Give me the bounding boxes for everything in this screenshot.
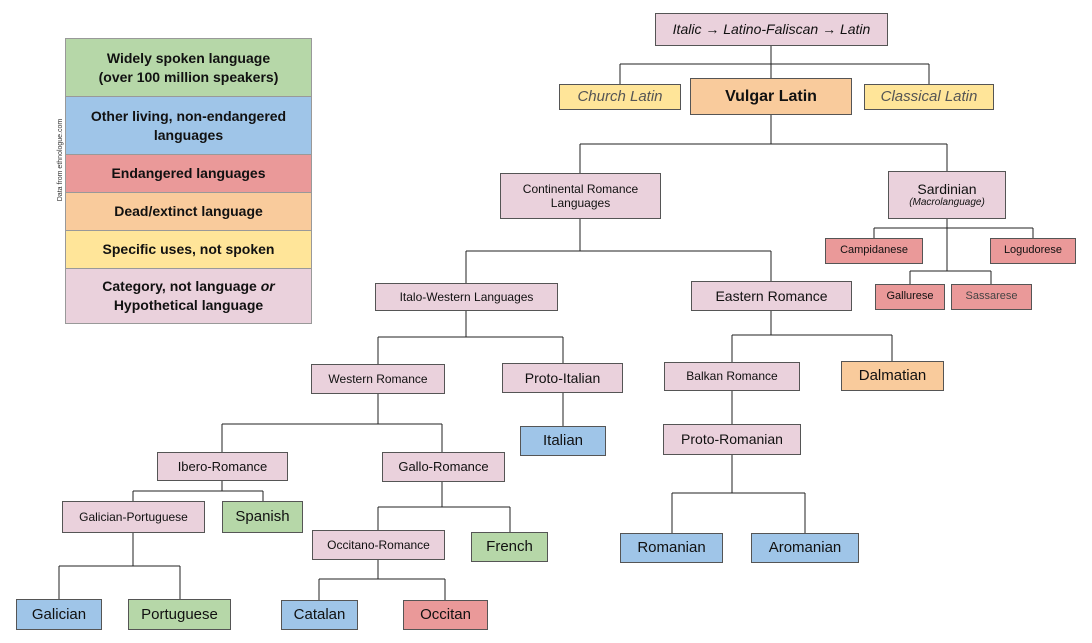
connector-occitano bbox=[318, 560, 446, 600]
node-italian: Italian bbox=[520, 426, 606, 456]
node-vulgar-latin: Vulgar Latin bbox=[690, 78, 852, 115]
node-proto-italian: Proto-Italian bbox=[502, 363, 623, 393]
node-catalan: Catalan bbox=[281, 600, 358, 630]
legend-endangered: Endangered languages bbox=[65, 154, 312, 192]
node-proto-romanian: Proto-Romanian bbox=[663, 424, 801, 455]
node-root: Italic → Latino-Faliscan → Latin bbox=[655, 13, 888, 46]
connector-root bbox=[619, 46, 930, 84]
node-spanish: Spanish bbox=[222, 501, 303, 533]
node-classical-latin: Classical Latin bbox=[864, 84, 994, 110]
source-note: Data from ethnologue.com bbox=[56, 118, 64, 202]
legend-widely-spoken: Widely spoken language(over 100 million … bbox=[65, 38, 312, 96]
node-gallurese: Gallurese bbox=[875, 284, 945, 310]
node-french: French bbox=[471, 532, 548, 562]
node-portuguese: Portuguese bbox=[128, 599, 231, 630]
node-balkan-romance: Balkan Romance bbox=[664, 362, 800, 391]
node-occitano-romance: Occitano-Romance bbox=[312, 530, 445, 560]
node-galician: Galician bbox=[16, 599, 102, 630]
legend-dead: Dead/extinct language bbox=[65, 192, 312, 230]
legend: Widely spoken language(over 100 million … bbox=[65, 38, 312, 324]
connector-sardinian bbox=[873, 219, 1034, 284]
connector-vulgar-latin bbox=[579, 115, 948, 173]
node-gallo-romance: Gallo-Romance bbox=[382, 452, 505, 482]
node-sassarese: Sassarese bbox=[951, 284, 1032, 310]
connector-gallo bbox=[377, 482, 511, 532]
node-romanian: Romanian bbox=[620, 533, 723, 563]
connector-continental bbox=[465, 219, 772, 283]
node-aromanian: Aromanian bbox=[751, 533, 859, 563]
connector-proto-romanian bbox=[671, 455, 806, 533]
node-eastern-romance: Eastern Romance bbox=[691, 281, 852, 311]
connector-ibero bbox=[132, 481, 264, 501]
node-western-romance: Western Romance bbox=[311, 364, 445, 394]
node-church-latin: Church Latin bbox=[559, 84, 681, 110]
connector-italo-western bbox=[377, 311, 564, 364]
legend-specific-uses: Specific uses, not spoken bbox=[65, 230, 312, 268]
node-ibero-romance: Ibero-Romance bbox=[157, 452, 288, 481]
node-logudorese: Logudorese bbox=[990, 238, 1076, 264]
connector-galician-portuguese bbox=[58, 533, 181, 599]
node-italo-western: Italo-Western Languages bbox=[375, 283, 558, 311]
connector-eastern-romance bbox=[731, 311, 893, 362]
node-galician-portuguese: Galician-Portuguese bbox=[62, 501, 205, 533]
node-occitan: Occitan bbox=[403, 600, 488, 630]
node-dalmatian: Dalmatian bbox=[841, 361, 944, 391]
node-campidanese: Campidanese bbox=[825, 238, 923, 264]
connector-western-romance bbox=[221, 394, 443, 452]
node-sardinian: Sardinian(Macrolanguage) bbox=[888, 171, 1006, 219]
